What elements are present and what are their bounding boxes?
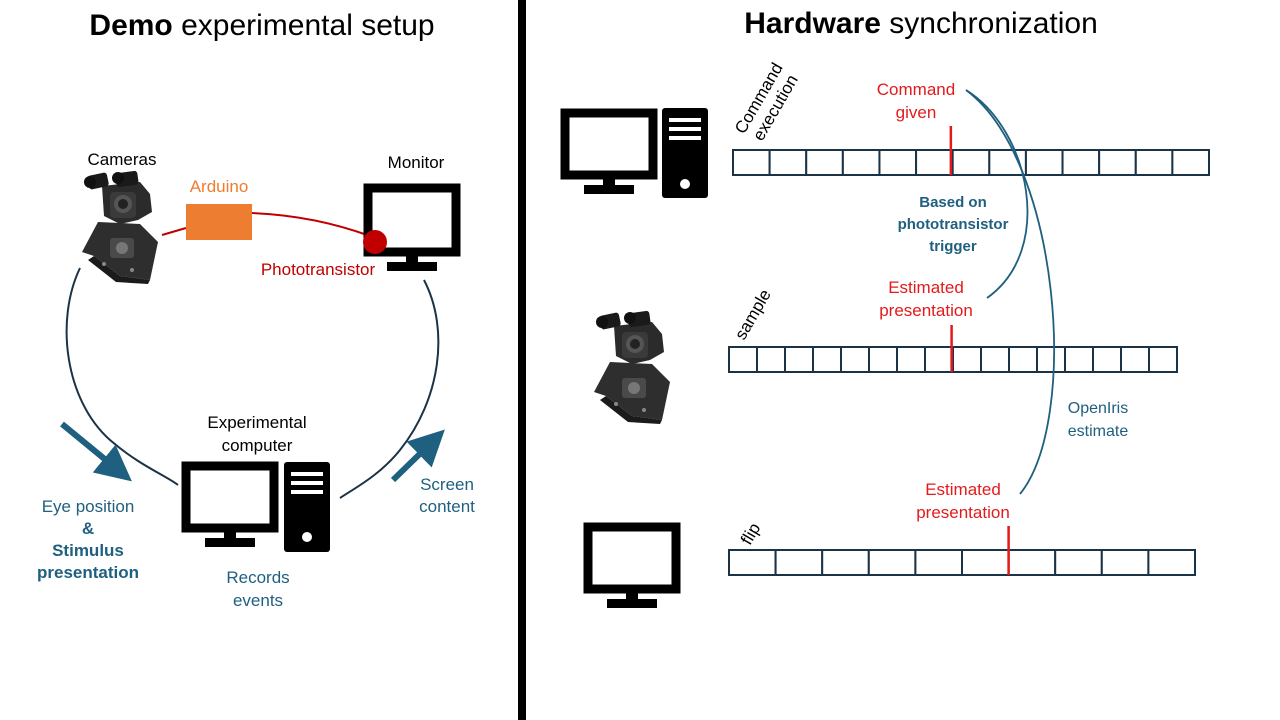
command-cell: [805, 149, 844, 176]
sample-cell: [924, 346, 954, 373]
phototransistor-label: Phototransistor: [261, 260, 376, 279]
camera-arduino-wire: [161, 227, 187, 236]
screen-content-label-line2: content: [419, 497, 475, 516]
sample-cell: [1064, 346, 1094, 373]
flip-cell: [961, 549, 1010, 576]
ampersand-label: &: [82, 519, 94, 538]
sample-cell: [1036, 346, 1066, 373]
sync-monitor-icon: [583, 522, 681, 608]
sample-cell: [728, 346, 758, 373]
openiris-sync-curve: [965, 89, 1055, 495]
arduino-phototransistor-wire: [251, 212, 371, 237]
computer-icon: [181, 461, 330, 552]
camera-icon: [82, 170, 158, 284]
panel-divider: [518, 0, 526, 720]
flip-cell: [1100, 549, 1150, 576]
flip-cell: [1007, 549, 1057, 576]
eye-position-arrow: [60, 421, 132, 482]
experimental-computer-label-line2: computer: [222, 436, 293, 455]
command-cell: [1024, 149, 1064, 176]
stimulus-presentation-label-line2: presentation: [37, 563, 139, 582]
command-cell: [841, 149, 881, 176]
monitor-label: Monitor: [388, 153, 445, 172]
monitor-computer-link: [339, 279, 440, 499]
sample-timeline: [728, 325, 1178, 373]
flip-cell: [914, 549, 964, 576]
command-cell: [1134, 149, 1174, 176]
experimental-computer-label-line1: Experimental: [207, 413, 306, 432]
sample-cell: [896, 346, 926, 373]
phototransistor-dot: [363, 230, 387, 254]
flip-cell: [1147, 549, 1197, 576]
openiris-estimate-label-line2: estimate: [1068, 423, 1129, 440]
monitor-icon: [363, 183, 461, 271]
cameras-label: Cameras: [88, 150, 157, 169]
flip-cell: [774, 549, 824, 576]
sample-cell: [1092, 346, 1122, 373]
monitor-estimated-presentation-label-line1: Estimated: [925, 480, 1001, 499]
command-cell: [878, 149, 918, 176]
camera-computer-link: [65, 267, 179, 486]
sample-cell: [952, 346, 982, 373]
sample-cell: [784, 346, 814, 373]
command-given-label-line1: Command: [877, 80, 955, 99]
based-on-label-line2: phototransistor: [898, 216, 1009, 233]
flip-cell: [867, 549, 917, 576]
command-cell: [768, 149, 808, 176]
command-given-label-line2: given: [896, 103, 937, 122]
records-events-label-line1: Records: [226, 568, 289, 587]
command-cell: [951, 149, 991, 176]
camera-estimated-presentation-label-line2: presentation: [879, 301, 973, 320]
based-on-label-line1: Based on: [919, 194, 987, 211]
phototransistor-sync-curve: [965, 89, 1029, 299]
sample-cell: [1148, 346, 1178, 373]
monitor-estimated-presentation-label-line2: presentation: [916, 503, 1010, 522]
arduino-label: Arduino: [190, 177, 249, 196]
command-cell: [988, 149, 1027, 176]
flip-label: flip: [737, 520, 764, 548]
flip-cell: [728, 549, 777, 576]
screen-content-arrow: [390, 429, 445, 483]
sample-cell: [1120, 346, 1150, 373]
command-timeline: [732, 126, 1211, 176]
openiris-estimate-label-line1: OpenIris: [1068, 400, 1128, 417]
screen-content-label-line1: Screen: [420, 475, 474, 494]
command-cell: [732, 149, 771, 176]
sample-label: sample: [731, 286, 775, 343]
sample-cell: [868, 346, 898, 373]
sample-cell: [812, 346, 842, 373]
eye-position-label: Eye position: [42, 497, 135, 516]
command-cell: [1061, 149, 1101, 176]
command-cell: [915, 149, 954, 176]
arduino-box: [186, 204, 252, 240]
command-cell: [1171, 149, 1211, 176]
sample-cell: [1008, 346, 1038, 373]
sample-cell: [756, 346, 786, 373]
flip-cell: [821, 549, 870, 576]
sync-camera-icon: [594, 310, 670, 424]
camera-estimated-presentation-label-line1: Estimated: [888, 278, 964, 297]
command-cell: [1098, 149, 1137, 176]
based-on-label-line3: trigger: [929, 238, 977, 255]
flip-timeline: [728, 526, 1197, 576]
sample-cell: [980, 346, 1010, 373]
flip-cell: [1054, 549, 1103, 576]
left-title: Demo experimental setup: [89, 9, 434, 42]
sync-computer-icon: [560, 108, 708, 198]
right-title: Hardware synchronization: [744, 7, 1098, 40]
sample-cell: [840, 346, 870, 373]
stimulus-presentation-label-line1: Stimulus: [52, 541, 124, 560]
records-events-label-line2: events: [233, 591, 283, 610]
